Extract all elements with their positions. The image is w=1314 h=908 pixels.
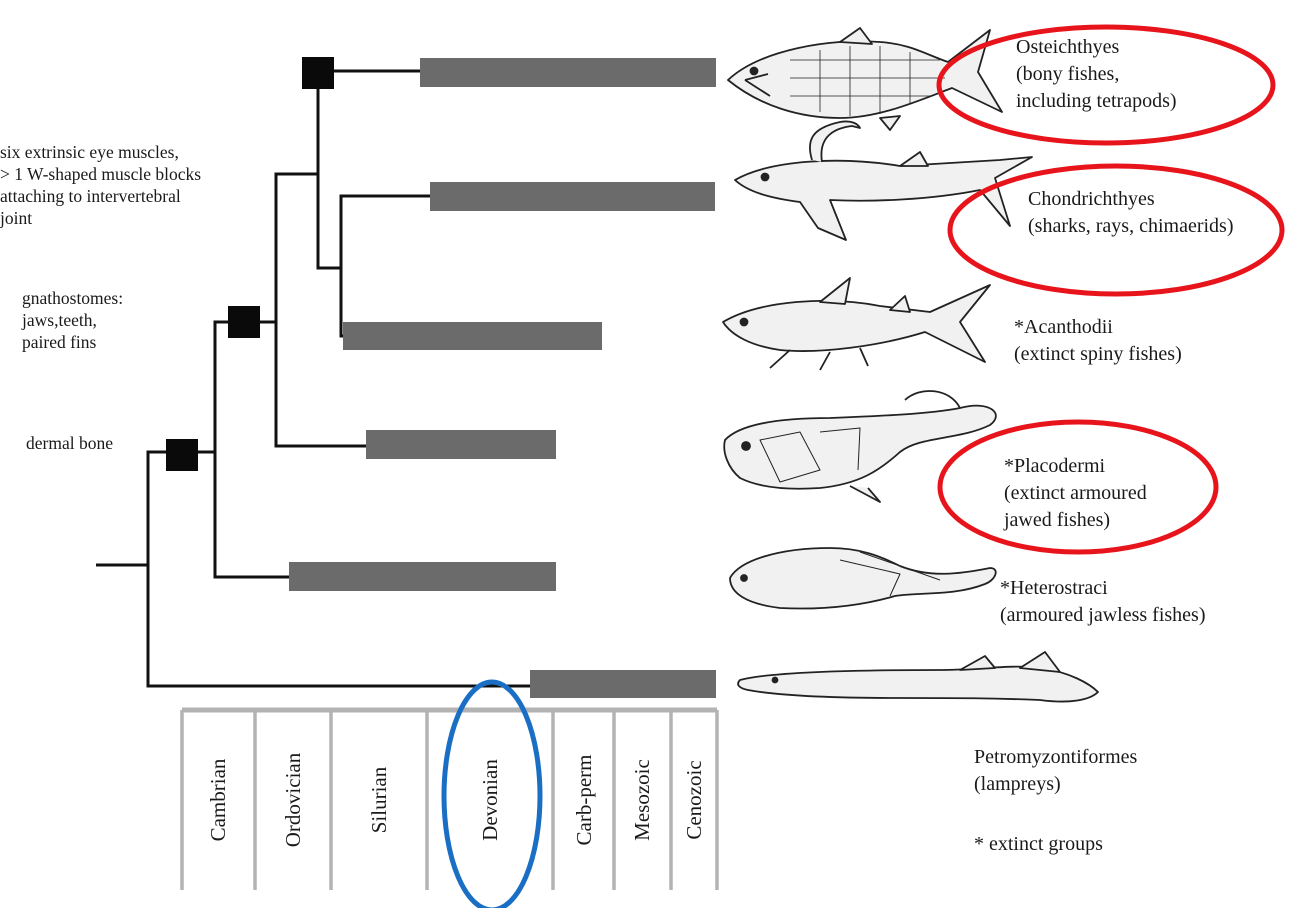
taxon-label-osteichthyes: Osteichthyes (bony fishes, including tet… xyxy=(1016,34,1177,115)
footnote-extinct-groups: * extinct groups xyxy=(974,831,1103,858)
synapomorphy-box-dermal-bone xyxy=(166,439,198,471)
range-bar-chondrichthyes xyxy=(430,182,715,211)
branch-heterostraci xyxy=(215,452,290,577)
branch-chondrichthyes xyxy=(341,196,430,268)
branch-to-chondrichthyes-acanthodii xyxy=(318,174,341,268)
synapomorphy-box-osteichthyes xyxy=(302,57,334,89)
shark-illustration xyxy=(735,121,1032,240)
branch-to-crown xyxy=(276,174,318,322)
acanthodian-illustration xyxy=(723,278,990,370)
branch-to-gnathostomes xyxy=(215,322,276,452)
taxon-label-petromyzontiformes: Petromyzontiformes (lampreys) xyxy=(974,744,1137,798)
range-bar-placodermi xyxy=(366,430,556,459)
period-label-ordovician: Ordovician xyxy=(281,752,305,847)
placoderm-illustration xyxy=(724,391,996,502)
range-bar-petromyzontiformes xyxy=(530,670,716,698)
period-label-silurian: Silurian xyxy=(367,766,391,833)
range-bar-osteichthyes xyxy=(420,58,716,87)
taxon-label-placodermi: *Placodermi (extinct armoured jawed fish… xyxy=(1004,453,1147,534)
taxon-label-heterostraci: *Heterostraci (armoured jawless fishes) xyxy=(1000,575,1206,629)
synapomorphy-box-gnathostomes xyxy=(228,306,260,338)
period-label-cambrian: Cambrian xyxy=(206,758,230,841)
heterostracan-illustration xyxy=(730,548,996,609)
character-label-gnathostomes: gnathostomes: jaws,teeth, paired fins xyxy=(22,287,123,353)
taxon-label-chondrichthyes: Chondrichthyes (sharks, rays, chimaerids… xyxy=(1028,186,1234,240)
period-label-carb-perm: Carb-perm xyxy=(572,755,596,846)
period-label-mesozoic: Mesozoic xyxy=(630,759,654,841)
range-bar-heterostraci xyxy=(289,562,556,591)
lamprey-illustration xyxy=(738,652,1098,702)
period-label-cenozoic: Cenozoic xyxy=(682,760,706,839)
range-bar-acanthodii xyxy=(343,322,602,350)
character-label-eye-muscles: six extrinsic eye muscles, > 1 W-shaped … xyxy=(0,141,201,229)
taxon-label-acanthodii: *Acanthodii (extinct spiny fishes) xyxy=(1014,314,1182,368)
period-label-devonian: Devonian xyxy=(478,759,502,841)
character-label-dermal-bone: dermal bone xyxy=(26,432,113,454)
